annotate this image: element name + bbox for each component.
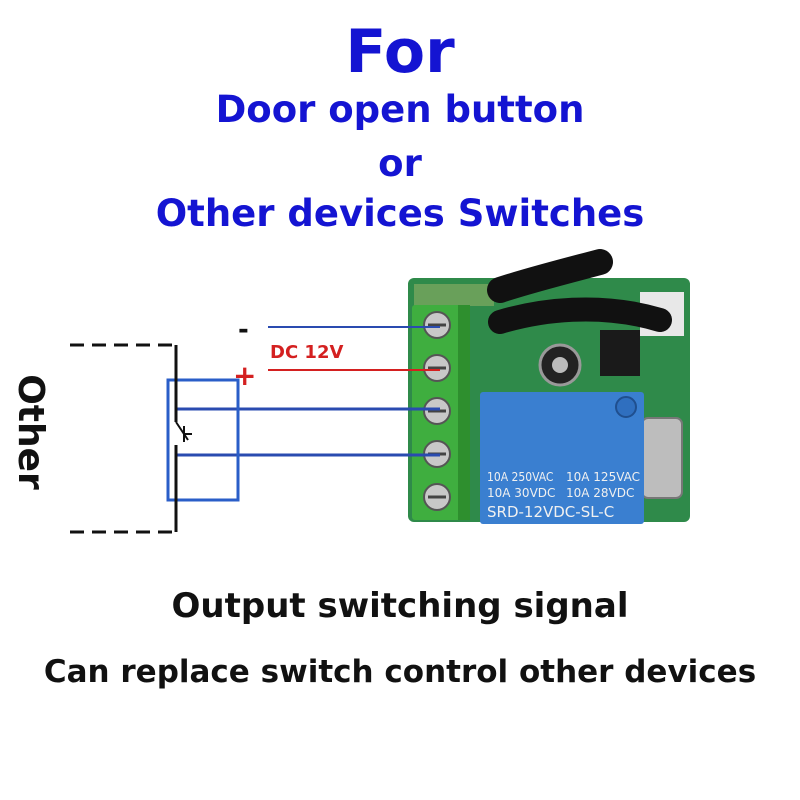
- caption-replace-switch: Can replace switch control other devices: [43, 654, 757, 690]
- title-for: For: [345, 17, 455, 87]
- relay-model: SRD-12VDC-SL-C: [487, 503, 614, 521]
- receiver-module: 10A 250VAC 10A 125VAC 10A 30VDC 10A 28VD…: [408, 249, 690, 524]
- crystal-oscillator: [641, 417, 683, 499]
- relay: [480, 392, 644, 524]
- title-or: or: [378, 142, 422, 185]
- terminal-block-side: [458, 305, 470, 520]
- pcb-pad: [414, 284, 494, 306]
- antenna-coil: [487, 249, 672, 334]
- dc-12v-label: DC 12V: [270, 342, 343, 363]
- relay-rating-1-left: 10A 250VAC: [487, 470, 553, 484]
- title-door-open-button: Door open button: [215, 88, 585, 131]
- relay-rating-2-left: 10A 30VDC: [487, 486, 555, 500]
- switch-box: [166, 378, 240, 502]
- device-wiring: [70, 343, 192, 534]
- terminal-screws: [423, 311, 451, 511]
- relay-rating-2-right: 10A 28VDC: [566, 486, 634, 500]
- relay-rating-1-right: 10A 125VAC: [566, 470, 640, 484]
- title-other-devices: Other devices Switches: [155, 192, 645, 235]
- ic-chip: [600, 330, 640, 376]
- switch-contact: [175, 421, 189, 441]
- minus-symbol: -: [238, 315, 249, 345]
- caption-output-switching: Output switching signal: [171, 586, 629, 626]
